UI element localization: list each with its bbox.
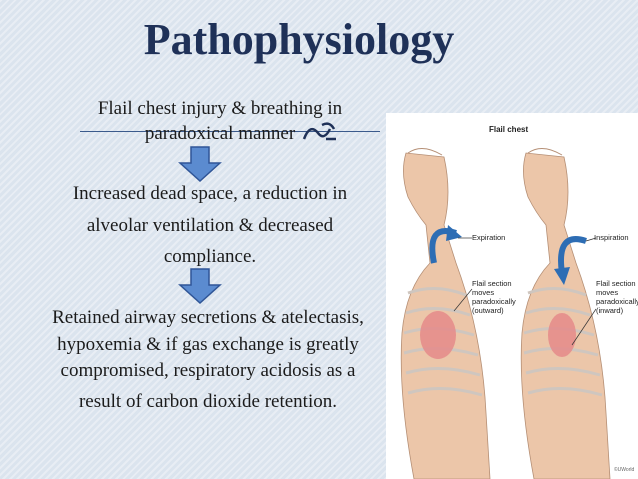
caption-line: Flail section [596,279,636,288]
expiration-label: Expiration [472,233,506,242]
right-caption: Flail section moves paradoxically (inwar… [596,279,638,315]
caption-line: (outward) [472,306,504,315]
slide-title: Pathophysiology [143,15,455,64]
caption-line: paradoxically [596,297,638,306]
caption-line: Flail section [472,279,512,288]
step2-line2: alveolar ventilation & decreased [86,215,334,236]
step1-line2: paradoxical manner [144,123,296,144]
caption-line: moves [472,288,495,297]
caption-line: (inward) [596,306,624,315]
figure-credit: ©UWorld [614,467,635,473]
left-caption: Flail section moves paradoxically (outwa… [472,279,516,315]
step3-line4: result of carbon dioxide retention. [78,391,337,412]
step2-line1: Increased dead space, a reduction in [72,183,348,204]
down-arrow-icon [178,268,222,304]
inspiration-label: Inspiration [594,233,629,242]
down-arrow-icon [178,146,222,182]
step3-line3: compromised, respiratory acidosis as a [60,360,356,381]
step3-line2: hypoxemia & if gas exchange is greatly [57,334,359,355]
bullet-symbol-icon [300,119,340,145]
torso-illustration [400,148,611,479]
caption-line: paradoxically [472,297,516,306]
step2-line3: compliance. [163,246,257,267]
divider-line [80,131,380,132]
flail-chest-figure: Flail chest [386,113,638,479]
step3-line1: Retained airway secretions & atelectasis… [52,307,364,328]
step1-line1: Flail chest injury & breathing in [97,98,343,119]
figure-title: Flail chest [489,125,529,134]
caption-line: moves [596,288,619,297]
